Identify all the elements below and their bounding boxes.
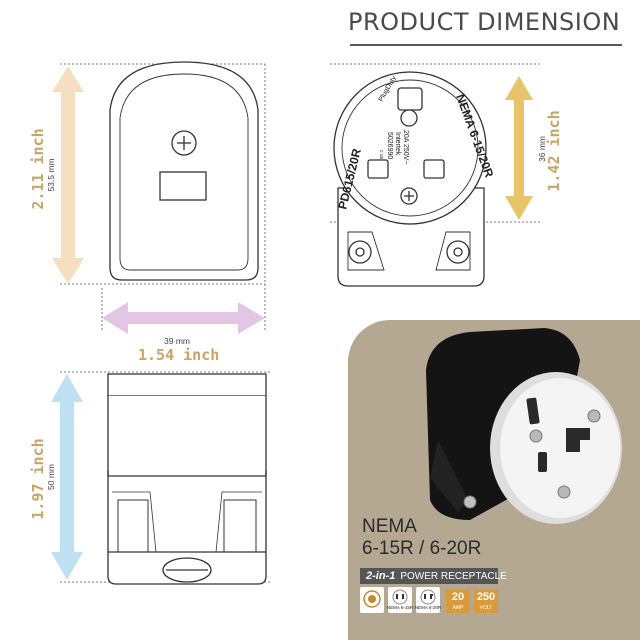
side-height-inch: 1.97 inch bbox=[29, 438, 47, 520]
receptacle-photo-overlay bbox=[426, 328, 622, 524]
side-height-mm: 50 mm bbox=[46, 464, 56, 490]
product-tag-bold: 2-in-1 bbox=[366, 570, 396, 582]
volt-unit: VOLT bbox=[479, 605, 493, 611]
volt-badge: 250 VOLT bbox=[474, 589, 498, 613]
face-prefix: c us bbox=[378, 150, 384, 160]
amp-value: 20 bbox=[451, 591, 465, 603]
title-underline bbox=[350, 44, 622, 46]
front-width-inch: 1.54 inch bbox=[138, 346, 220, 364]
side-height-arrow bbox=[51, 374, 83, 580]
product-tag-text: POWER RECEPTACLE bbox=[400, 571, 507, 582]
cert-label-2: NEMA 6-20R bbox=[414, 605, 442, 610]
amp-unit: AMP bbox=[452, 605, 464, 611]
front-height-inch: 2.11 inch bbox=[29, 128, 47, 210]
volt-value: 250 bbox=[476, 591, 496, 603]
amp-badge: 20 AMP bbox=[446, 589, 470, 613]
product-tag: 2-in-1 POWER RECEPTACLE bbox=[360, 568, 507, 584]
side-view bbox=[107, 373, 267, 585]
etl-cert-icon bbox=[360, 587, 384, 613]
cert-label-1: NEMA 6-15R bbox=[386, 605, 414, 610]
face-marking1: Intertek bbox=[394, 132, 401, 156]
face-height-arrow bbox=[505, 76, 533, 220]
face-marking2: 5026990 bbox=[386, 132, 393, 159]
front-height-mm: 53.5 mm bbox=[46, 158, 56, 192]
face-height-inch: 1.42 inch bbox=[545, 110, 563, 192]
front-width-mm: 39 mm bbox=[164, 336, 190, 346]
nema-620r-icon bbox=[416, 587, 440, 613]
product-name-line2: 6-15R / 6-20R bbox=[362, 538, 482, 559]
nema-615r-icon bbox=[388, 587, 412, 613]
front-height-arrow bbox=[52, 66, 84, 284]
product-name-line1: NEMA bbox=[362, 516, 417, 537]
page-title: PRODUCT DIMENSION bbox=[348, 8, 621, 36]
front-view bbox=[109, 61, 259, 281]
face-rating: 20A 250V~ bbox=[402, 130, 409, 164]
front-width-arrow bbox=[102, 302, 265, 334]
face-view bbox=[333, 71, 487, 287]
